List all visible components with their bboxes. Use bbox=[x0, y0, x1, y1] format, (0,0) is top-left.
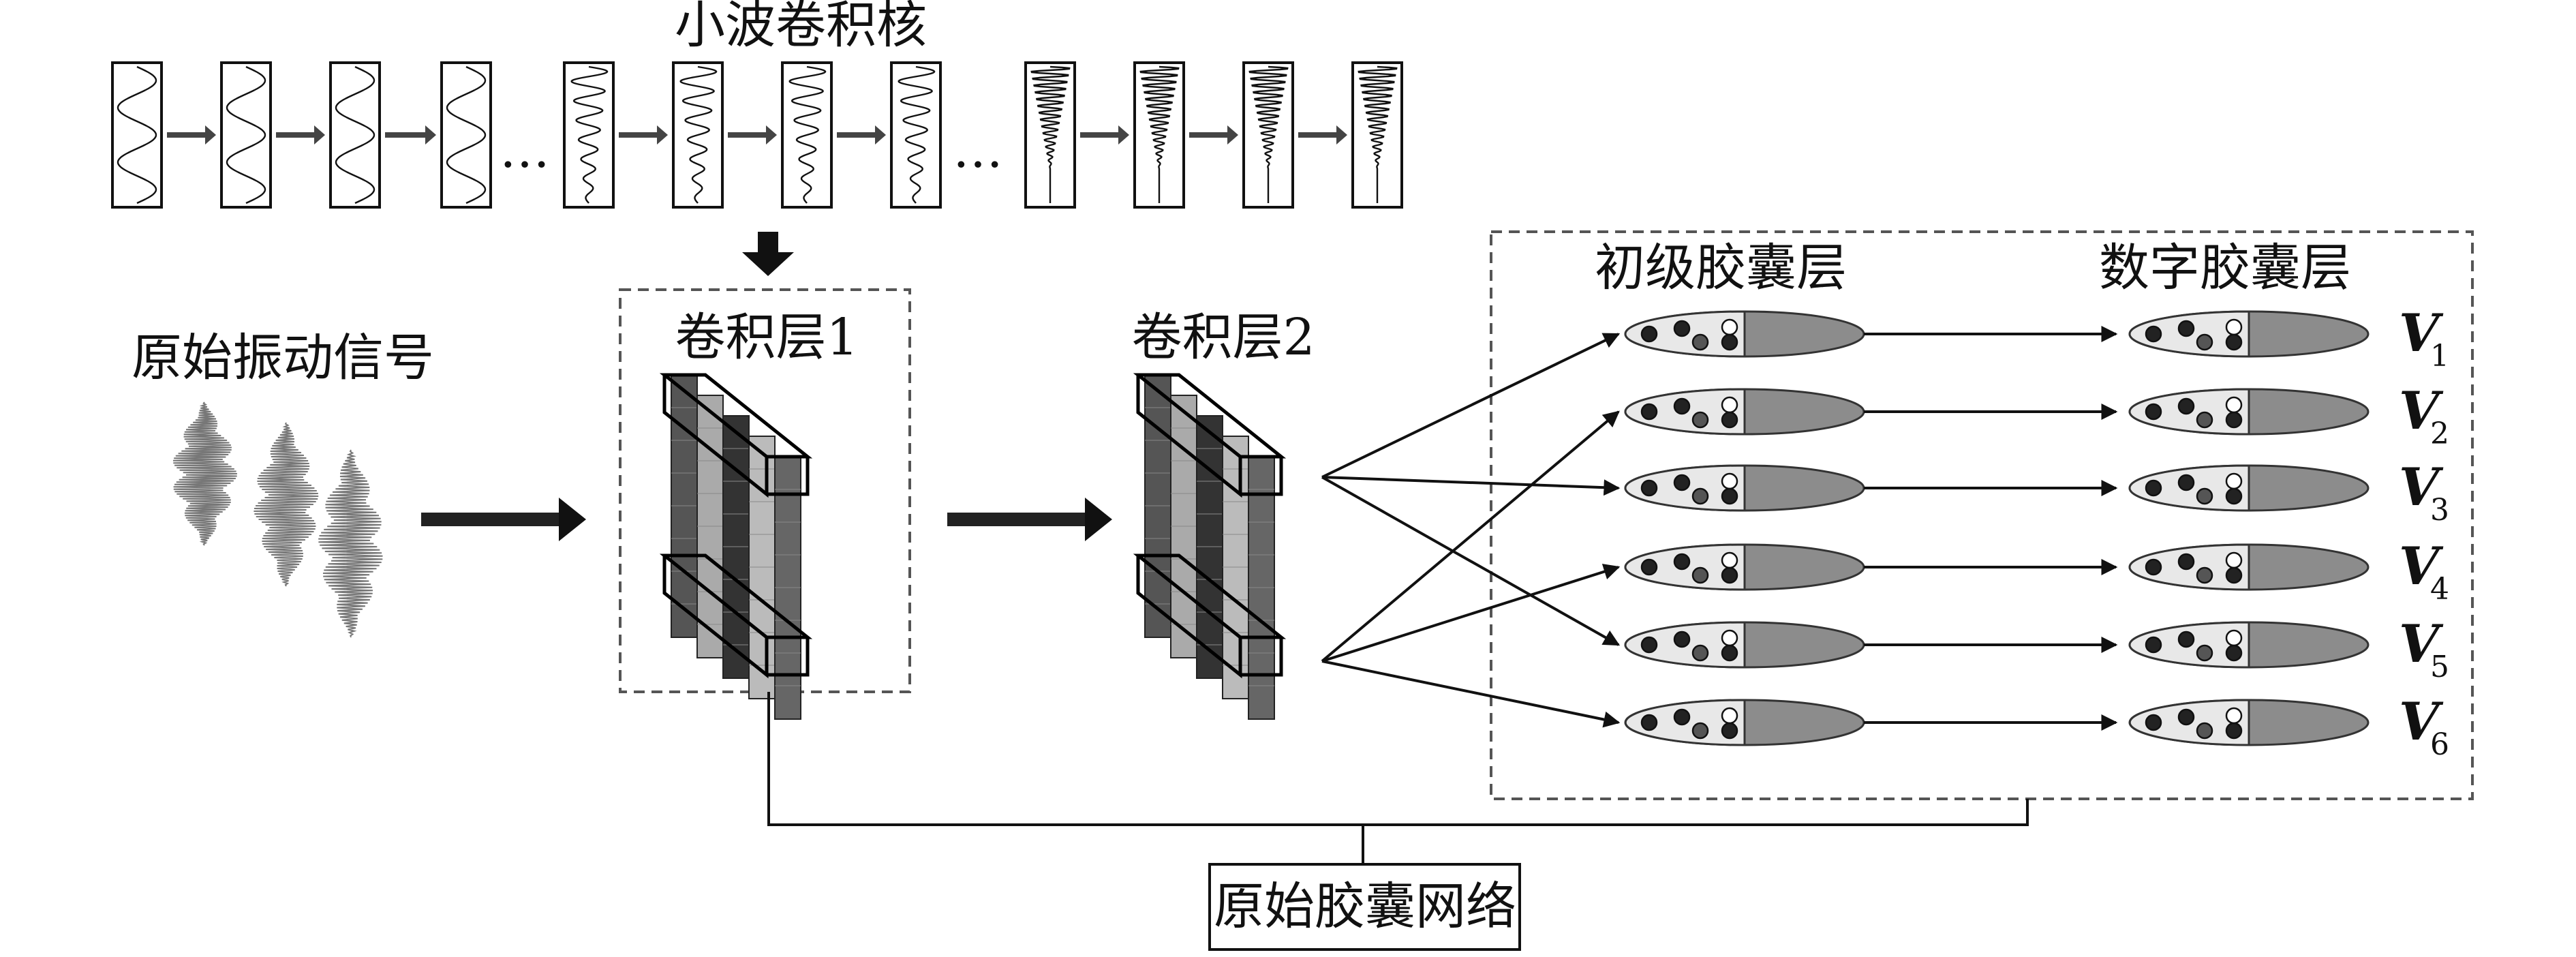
output-vector-subscript: 4 bbox=[2430, 572, 2449, 607]
wavelet-kernel bbox=[440, 61, 492, 209]
signal-waveform bbox=[254, 422, 319, 587]
wavelet-kernel bbox=[1133, 61, 1185, 209]
wavelet-kernel bbox=[890, 61, 942, 209]
routing-connections bbox=[1321, 333, 1621, 728]
original-capsule-network-label: 原始胶囊网络 bbox=[1214, 877, 1516, 936]
kernel-to-conv1-arrow bbox=[742, 232, 794, 276]
digit-capsule bbox=[2128, 464, 2370, 512]
digit-capsule bbox=[2128, 310, 2370, 358]
output-vector-label: V bbox=[2399, 303, 2444, 363]
wavelet-kernel bbox=[1351, 61, 1403, 209]
digit-capsule bbox=[2128, 543, 2370, 591]
conv1-to-conv2-arrow bbox=[947, 498, 1112, 541]
signal-waveform bbox=[172, 401, 237, 546]
signal-waveform bbox=[318, 449, 383, 638]
primary-capsule bbox=[1624, 388, 1865, 436]
routing-arrow bbox=[1321, 410, 1620, 663]
output-vector-subscript: 3 bbox=[2430, 493, 2449, 528]
wavelet-kernel bbox=[220, 61, 272, 209]
output-vector-label: V bbox=[2399, 536, 2444, 596]
digit-capsule-label: 数字胶囊层 bbox=[2099, 239, 2351, 297]
kernel-cuboid-top bbox=[1133, 373, 1287, 498]
digit-capsule bbox=[2128, 388, 2370, 436]
capsule-rows bbox=[1624, 310, 2370, 746]
conv-layer-1-block bbox=[659, 373, 813, 720]
routing-arrow bbox=[1321, 564, 1621, 663]
routing-arrow bbox=[1321, 476, 1621, 496]
primary-capsule bbox=[1624, 310, 1865, 358]
wavelet-kernel bbox=[111, 61, 163, 209]
wavelet-kernel bbox=[1242, 61, 1294, 209]
kernel-cuboid-bottom bbox=[1133, 553, 1287, 679]
capsule-dashed-box bbox=[1490, 230, 2474, 800]
output-vector-subscript: 1 bbox=[2430, 339, 2449, 374]
conv-layer-2-block bbox=[1133, 373, 1287, 720]
original-capsule-network-box bbox=[1208, 863, 1521, 951]
primary-capsule bbox=[1624, 464, 1865, 512]
wavelet-kernel-title: 小波卷积核 bbox=[675, 0, 927, 55]
bottom-bracket-line bbox=[767, 692, 2029, 826]
raw-vibration-signal bbox=[172, 401, 383, 638]
routing-arrow bbox=[1321, 660, 1621, 728]
conv2-label: 卷积层2 bbox=[1131, 308, 1315, 367]
output-vector-subscript: 2 bbox=[2430, 416, 2449, 451]
output-vector-label: V bbox=[2399, 457, 2444, 517]
wavelet-kernel bbox=[563, 61, 615, 209]
ellipsis-1: … bbox=[500, 121, 550, 179]
output-vector-label: V bbox=[2399, 380, 2444, 441]
digit-capsule bbox=[2128, 621, 2370, 669]
wavelet-kernel-sequence bbox=[111, 61, 1403, 209]
output-vector-label: V bbox=[2399, 613, 2444, 674]
kernel-cuboid-bottom bbox=[659, 553, 813, 679]
output-vector-subscript: 6 bbox=[2430, 727, 2449, 762]
ellipsis-2: … bbox=[953, 121, 1003, 179]
primary-capsule bbox=[1624, 699, 1865, 746]
routing-arrow bbox=[1321, 333, 1621, 478]
wavelet-kernel bbox=[329, 61, 381, 209]
primary-capsule bbox=[1624, 543, 1865, 591]
output-vector-subscript: 5 bbox=[2430, 650, 2449, 684]
primary-capsule bbox=[1624, 621, 1865, 669]
kernel-cuboid-top bbox=[659, 373, 813, 498]
routing-arrow bbox=[1321, 476, 1621, 646]
wavelet-kernel bbox=[781, 61, 833, 209]
primary-capsule-label: 初级胶囊层 bbox=[1595, 239, 1847, 297]
wavelet-kernel bbox=[672, 61, 724, 209]
input-signal-label: 原始振动信号 bbox=[132, 329, 434, 387]
digit-capsule bbox=[2128, 699, 2370, 746]
input-to-conv1-arrow bbox=[421, 498, 586, 541]
output-vector-label: V bbox=[2399, 691, 2444, 752]
wavelet-kernel bbox=[1024, 61, 1076, 209]
conv1-label: 卷积层1 bbox=[675, 308, 858, 367]
